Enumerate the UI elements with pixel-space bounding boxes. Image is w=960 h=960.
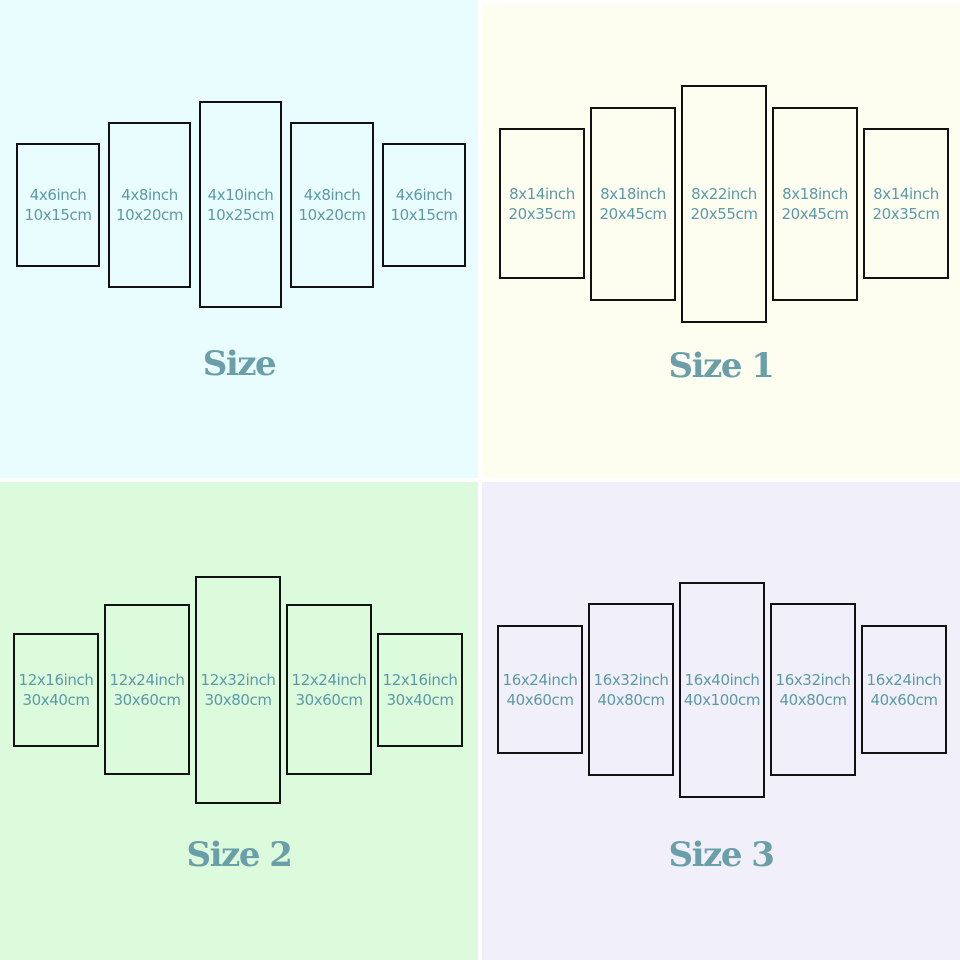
panel-inch-label: 8x14inch xyxy=(873,184,939,203)
panel-cm-label: 40x60cm xyxy=(506,690,574,709)
panel-inch-label: 4x8inch xyxy=(303,186,361,204)
canvas-panel: 8x14inch 20x35cm xyxy=(499,128,585,279)
panel-cm-label: 30x40cm xyxy=(22,691,90,709)
canvas-panel: 12x24inch 30x60cm xyxy=(104,604,190,775)
canvas-panel: 4x6inch 10x15cm xyxy=(16,143,100,267)
canvas-panel: 8x14inch 20x35cm xyxy=(863,128,949,279)
canvas-panel: 12x16inch 30x40cm xyxy=(13,633,99,747)
panel-inch-label: 16x24inch xyxy=(502,670,578,689)
panel-inch-label: 4x8inch xyxy=(121,186,178,204)
panel-inch-label: 8x22inch xyxy=(691,185,757,203)
panel-inch-label: 4x6inch xyxy=(395,186,453,204)
panel-cm-label: 10x25cm xyxy=(206,205,275,224)
panel-inch-label: 12x16inch xyxy=(382,671,458,689)
canvas-panel: 16x40inch 40x100cm xyxy=(679,582,765,798)
panel-inch-label: 4x10inch xyxy=(207,185,274,204)
panel-inch-label: 8x18inch xyxy=(782,185,848,203)
canvas-panel: 12x24inch 30x60cm xyxy=(286,604,372,775)
size-caption: Size 1 xyxy=(668,346,775,386)
panel-cm-label: 20x35cm xyxy=(872,204,940,223)
canvas-panel: 8x18inch 20x45cm xyxy=(772,107,858,301)
panel-inch-label: 16x24inch xyxy=(866,670,942,689)
panel-cm-label: 40x80cm xyxy=(779,690,847,709)
panel-cm-label: 30x60cm xyxy=(295,690,363,709)
size-group: 16x24inch 40x60cm 16x32inch 40x80cm 16x4… xyxy=(482,482,960,960)
panel-cm-label: 20x45cm xyxy=(781,205,849,223)
panel-cm-label: 10x15cm xyxy=(24,206,92,224)
canvas-panel: 16x32inch 40x80cm xyxy=(770,603,856,776)
canvas-panel: 4x6inch 10x15cm xyxy=(382,143,466,267)
panel-cm-label: 40x80cm xyxy=(597,690,665,709)
panel-inch-label: 12x24inch xyxy=(109,670,185,689)
canvas-panel: 12x16inch 30x40cm xyxy=(377,633,463,747)
panel-cm-label: 30x40cm xyxy=(386,691,454,709)
size-caption: Size 2 xyxy=(186,835,293,875)
canvas-panel: 16x24inch 40x60cm xyxy=(861,625,947,754)
size-group: 12x16inch 30x40cm 12x24inch 30x60cm 12x3… xyxy=(0,482,478,960)
panel-cm-label: 40x60cm xyxy=(870,690,938,709)
panel-cm-label: 20x45cm xyxy=(599,205,667,223)
panel-inch-label: 12x24inch xyxy=(291,670,367,689)
size-caption: Size 3 xyxy=(668,835,775,875)
panel-inch-label: 8x18inch xyxy=(600,185,666,203)
canvas-panel: 16x32inch 40x80cm xyxy=(588,603,674,776)
panel-inch-label: 16x32inch xyxy=(593,670,669,689)
panel-cm-label: 40x100cm xyxy=(683,691,761,709)
panel-inch-label: 8x14inch xyxy=(509,184,575,203)
panel-cm-label: 20x35cm xyxy=(508,204,576,223)
canvas-panel: 12x32inch 30x80cm xyxy=(195,576,281,804)
panel-cm-label: 30x80cm xyxy=(204,691,272,709)
panel-cm-label: 20x55cm xyxy=(690,205,758,223)
panel-inch-label: 16x40inch xyxy=(684,671,760,689)
panel-cm-label: 10x20cm xyxy=(115,206,184,224)
size-group: 4x6inch 10x15cm 4x8inch 10x20cm 4x10inch… xyxy=(0,0,478,478)
canvas-panel: 8x22inch 20x55cm xyxy=(681,85,767,323)
panel-inch-label: 12x32inch xyxy=(200,671,276,689)
canvas-panel: 4x8inch 10x20cm xyxy=(108,122,191,288)
panel-cm-label: 10x20cm xyxy=(298,206,366,224)
panel-inch-label: 4x6inch xyxy=(29,186,87,204)
canvas-panel: 4x8inch 10x20cm xyxy=(290,122,374,288)
size-group: 8x14inch 20x35cm 8x18inch 20x45cm 8x22in… xyxy=(482,4,960,478)
size-caption: Size xyxy=(202,344,277,384)
panel-inch-label: 16x32inch xyxy=(775,670,851,689)
canvas-panel: 8x18inch 20x45cm xyxy=(590,107,676,301)
panel-cm-label: 30x60cm xyxy=(113,690,181,709)
canvas-panel: 4x10inch 10x25cm xyxy=(199,101,282,308)
panel-inch-label: 12x16inch xyxy=(18,671,94,689)
panel-cm-label: 10x15cm xyxy=(390,206,458,224)
canvas-panel: 16x24inch 40x60cm xyxy=(497,625,583,754)
